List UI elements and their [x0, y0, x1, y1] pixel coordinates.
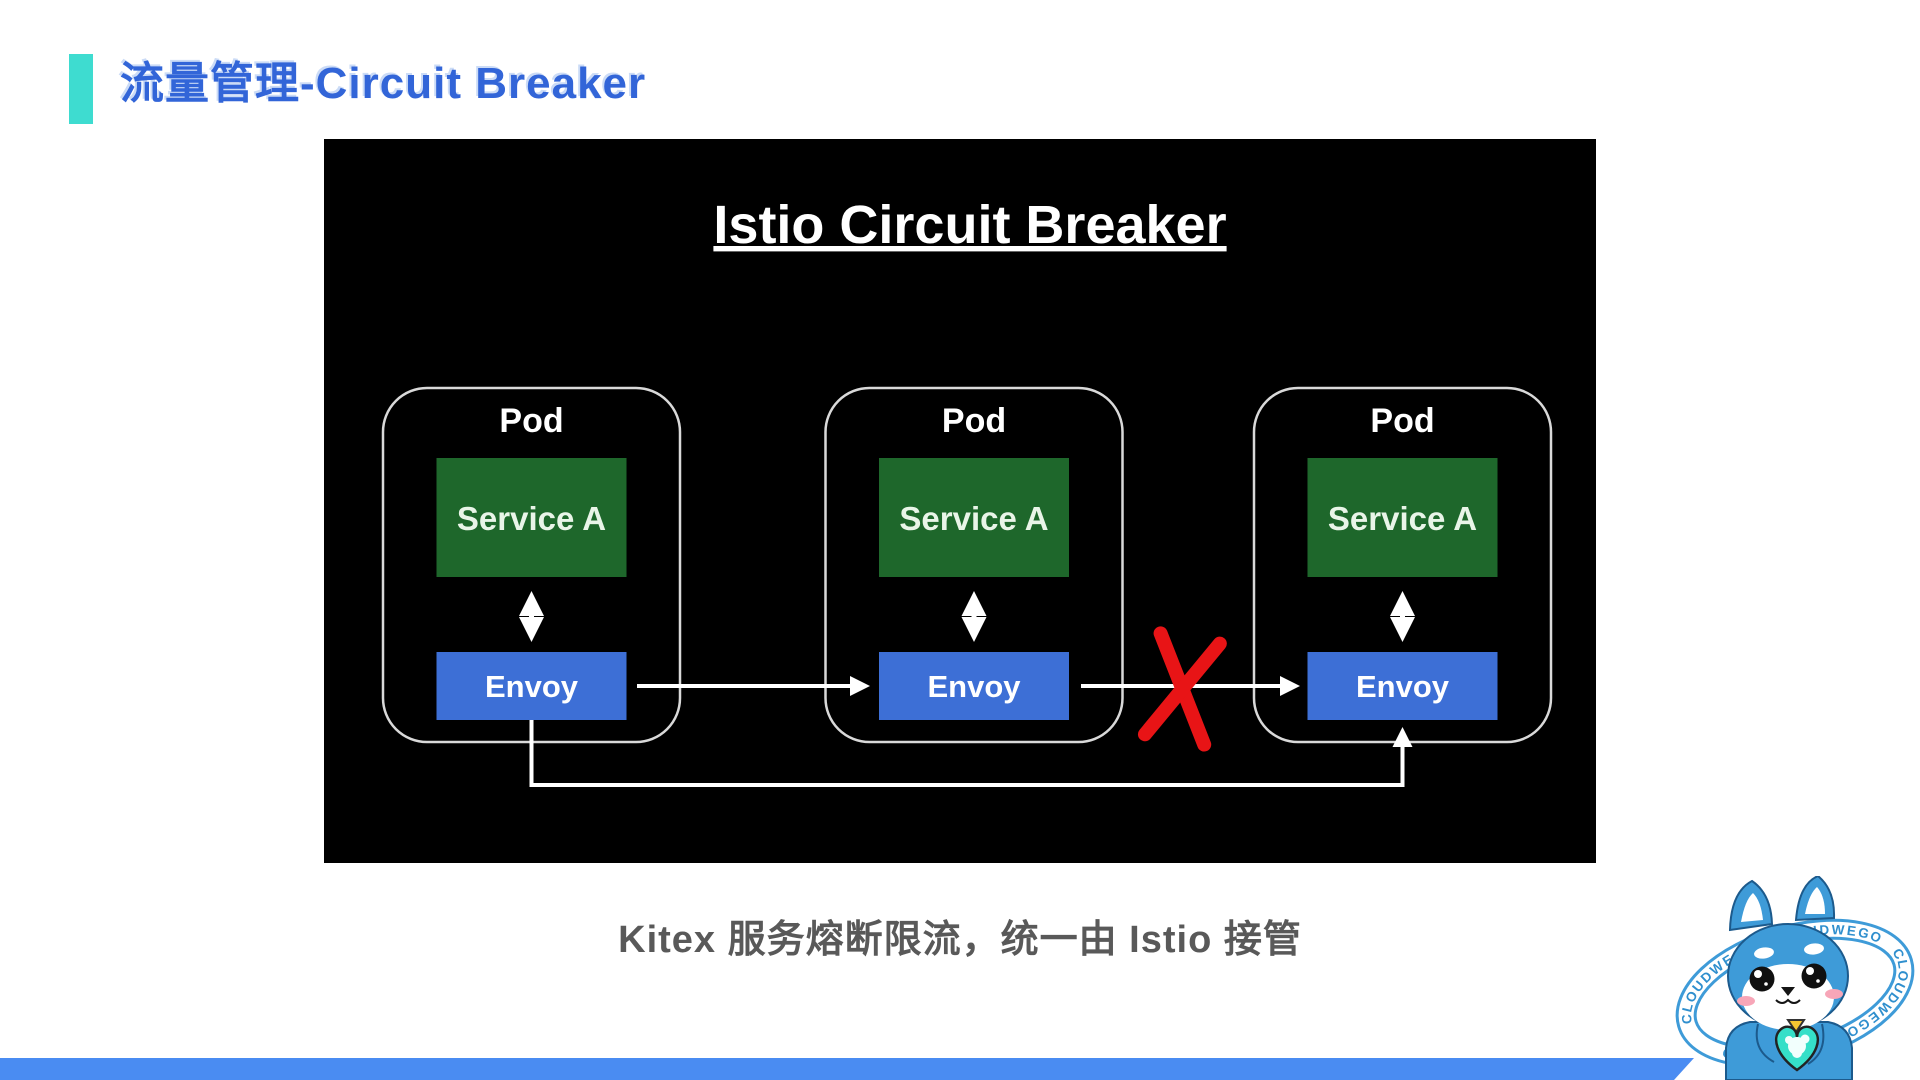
service-a-label-3: Service A: [1328, 500, 1477, 537]
service-a-label-2: Service A: [899, 500, 1048, 537]
collar-tag: [1786, 1019, 1806, 1034]
page-title: 流量管理-Circuit Breaker: [120, 59, 647, 108]
envoy-boxes: [436, 652, 1498, 720]
service-a-label-1: Service A: [457, 500, 606, 537]
diagram-title: Istio Circuit Breaker: [713, 195, 1226, 255]
eye-highlight: [1754, 970, 1762, 978]
slide-caption: Kitex 服务熔断限流，统一由 Istio 接管: [618, 919, 1302, 961]
pod-1-label: Pod: [499, 402, 563, 440]
dog-left-blush: [1737, 996, 1755, 1006]
dog-right-brow: [1804, 943, 1824, 955]
envoy-box-2: [879, 652, 1069, 720]
envoy-label-3: Envoy: [1356, 669, 1450, 704]
envoy-box-3: [1307, 652, 1498, 720]
dog-right-ear-inner: [1805, 887, 1825, 914]
envoy-labels: Envoy Envoy Envoy: [485, 669, 1450, 704]
title-accent-bar: [69, 54, 93, 124]
swirl-part: [1792, 1048, 1802, 1058]
dog-left-ear-inner: [1741, 893, 1763, 922]
eye-highlight: [1806, 967, 1814, 975]
eye-highlight: [1816, 979, 1820, 983]
service-a-box-3: [1307, 458, 1498, 577]
envoy-label-2: Envoy: [927, 669, 1021, 704]
circuit-break-x-icon: [1137, 626, 1227, 752]
service-boxes: [436, 458, 1498, 577]
pod-2-box: [824, 386, 1124, 744]
pod-labels: Pod Pod Pod: [499, 402, 1434, 440]
heart-swirl: [1785, 1034, 1810, 1058]
dog-nose: [1781, 987, 1795, 996]
istio-diagram-panel: Istio Circuit Breaker Pod Pod Pod Servic…: [324, 139, 1596, 863]
envoy-box-1: [436, 652, 627, 720]
service-labels: Service A Service A Service A: [457, 500, 1477, 537]
pod-3-label: Pod: [1370, 402, 1434, 440]
dog-right-arm: [1807, 1023, 1825, 1065]
dog-left-brow: [1754, 947, 1774, 959]
swirl-part: [1800, 1034, 1810, 1044]
envoy-label-1: Envoy: [485, 669, 579, 704]
service-a-box-1: [436, 458, 627, 577]
dog-right-eye: [1801, 963, 1827, 989]
feedback-loop-arrow: [529, 720, 1413, 787]
dog-left-eye: [1749, 966, 1775, 992]
dog-mouth: [1775, 998, 1801, 1004]
eye-highlight: [1764, 982, 1768, 986]
swirl-part: [1785, 1036, 1793, 1044]
service-envoy-arrows: [519, 591, 1415, 642]
dog-right-blush: [1825, 989, 1843, 999]
mascot-dog: [1725, 876, 1853, 1080]
cloudwego-mascot: CLOUDWEGO CLOUDWEGO CLOUDWEGO CLOUDWEGO: [1668, 876, 1920, 1080]
footer-bar: [0, 1058, 1694, 1080]
dog-left-arm: [1755, 1023, 1775, 1063]
service-a-box-2: [879, 458, 1069, 577]
x-stroke-2: [1137, 636, 1227, 742]
pod-2-label: Pod: [942, 402, 1006, 440]
istio-diagram: Istio Circuit Breaker Pod Pod Pod Servic…: [381, 195, 1553, 787]
